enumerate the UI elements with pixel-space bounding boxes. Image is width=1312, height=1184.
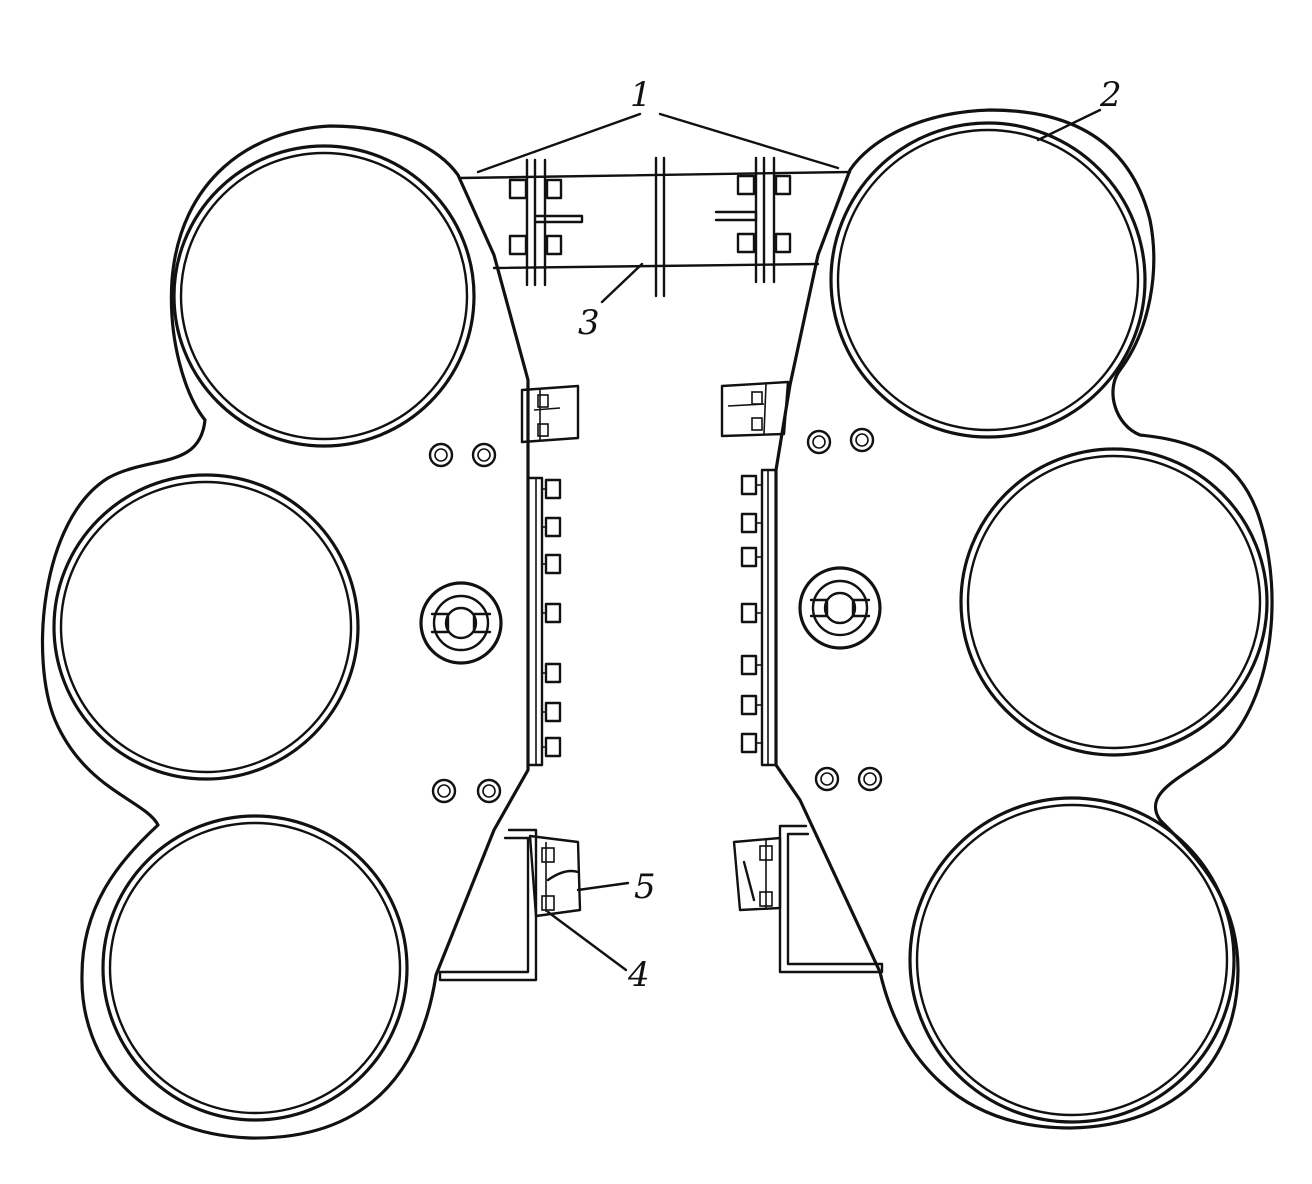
connecting-tie	[458, 156, 852, 298]
right-bolted-strip	[740, 468, 778, 767]
left-frame-outline	[41, 124, 530, 1140]
callout-1: 1	[630, 75, 652, 115]
callout-5: 5	[634, 867, 656, 907]
right-central-hub	[798, 566, 882, 650]
leader-5	[576, 881, 630, 892]
left-fittings-upper	[428, 442, 497, 468]
right-tank-middle-inner	[966, 454, 1262, 750]
right-upper-clamp	[720, 380, 790, 438]
callout-4: 4	[627, 955, 650, 995]
left-tank-upper-inner	[179, 151, 469, 441]
leader-1-right	[658, 112, 840, 170]
right-fittings-upper	[806, 427, 875, 455]
left-fittings-lower	[431, 778, 502, 804]
left-frame	[41, 124, 582, 1140]
left-lower-bracket	[438, 828, 582, 982]
right-lower-bracket	[732, 824, 884, 974]
right-tank-lower-outer	[908, 796, 1236, 1124]
leader-lines	[476, 108, 1102, 972]
right-tank-upper-inner	[836, 128, 1140, 432]
right-tank-lower-inner	[915, 803, 1229, 1117]
right-tank-upper-outer	[829, 121, 1147, 439]
leader-1-left	[476, 112, 642, 174]
left-bolted-strip	[526, 476, 562, 767]
leader-4	[546, 910, 628, 972]
callout-3: 3	[578, 303, 600, 343]
left-tank-middle-outer	[52, 473, 360, 781]
left-tank-lower-outer	[101, 814, 409, 1122]
right-tank-middle-outer	[959, 447, 1269, 757]
left-tank-middle-inner	[59, 480, 353, 774]
left-upper-clamp	[520, 384, 580, 444]
leader-3	[600, 262, 644, 304]
leader-2	[1036, 108, 1102, 142]
left-tank-upper-outer	[172, 144, 476, 448]
callout-2: 2	[1099, 75, 1122, 115]
right-frame-outline	[774, 108, 1274, 1130]
left-tank-lower-inner	[108, 821, 402, 1115]
right-frame	[720, 108, 1274, 1130]
right-fittings-lower	[814, 766, 883, 792]
left-central-hub	[419, 581, 503, 665]
